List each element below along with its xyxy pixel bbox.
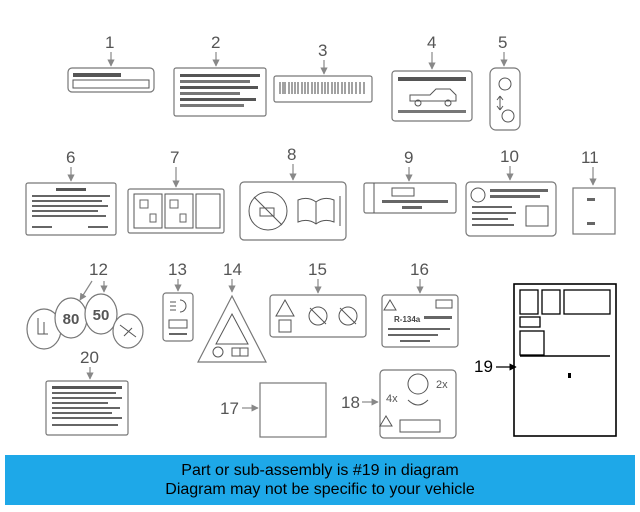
part-14[interactable]: 14 [197,260,267,363]
speed-50-text: 50 [93,307,110,324]
part-8[interactable]: 8 [239,145,347,241]
callout-11: 11 [581,148,599,167]
callout-1: 1 [105,33,114,52]
part-19[interactable]: 19 [474,283,617,437]
part-19-label-outline [513,283,617,437]
part-10[interactable]: 10 [465,147,557,237]
callout-18: 18 [341,393,360,412]
label-18-4x: 4x [386,393,398,405]
refrigerant-text: R-134a [394,315,421,324]
callout-6: 6 [66,148,75,167]
part-20[interactable]: 20 [45,348,129,436]
part-18[interactable]: 18 4x 2x [341,369,457,439]
part-3[interactable]: 3 [273,41,373,103]
part-15[interactable]: 15 [269,260,367,338]
callout-20: 20 [80,348,99,367]
callout-16: 16 [410,260,429,279]
part-2[interactable]: 2 [173,33,267,117]
banner-line-2: Diagram may not be specific to your vehi… [165,481,475,498]
part-13[interactable]: 13 [162,260,194,342]
callout-7: 7 [170,148,179,167]
info-banner: Part or sub-assembly is #19 in diagram D… [5,455,635,505]
callout-19: 19 [474,357,493,376]
part-17[interactable]: 17 [220,382,327,438]
callout-3: 3 [318,41,327,60]
speed-80-text: 80 [63,311,80,328]
part-7[interactable]: 7 [127,148,225,234]
callout-4: 4 [427,33,436,52]
callout-14: 14 [223,260,242,279]
parts-diagram: 1 2 3 4 5 [25,33,617,439]
banner-line-1: Part or sub-assembly is #19 in diagram [181,462,459,479]
label-18-2x: 2x [436,379,448,391]
callout-9: 9 [404,148,413,167]
callout-2: 2 [211,33,220,52]
part-12[interactable]: 12 80 50 [26,260,144,350]
callout-10: 10 [500,147,519,166]
part-5[interactable]: 5 [489,33,521,131]
callout-17: 17 [220,399,239,418]
callout-8: 8 [287,145,296,164]
callout-5: 5 [498,33,507,52]
callout-12: 12 [89,260,108,279]
part-1[interactable]: 1 [67,33,155,93]
part-9[interactable]: 9 [363,148,457,214]
callout-13: 13 [168,260,187,279]
part-6[interactable]: 6 [25,148,117,236]
callout-15: 15 [308,260,327,279]
part-11[interactable]: 11 [572,148,616,235]
part-4[interactable]: 4 [391,33,473,122]
part-16[interactable]: 16 R-134a [381,260,459,348]
